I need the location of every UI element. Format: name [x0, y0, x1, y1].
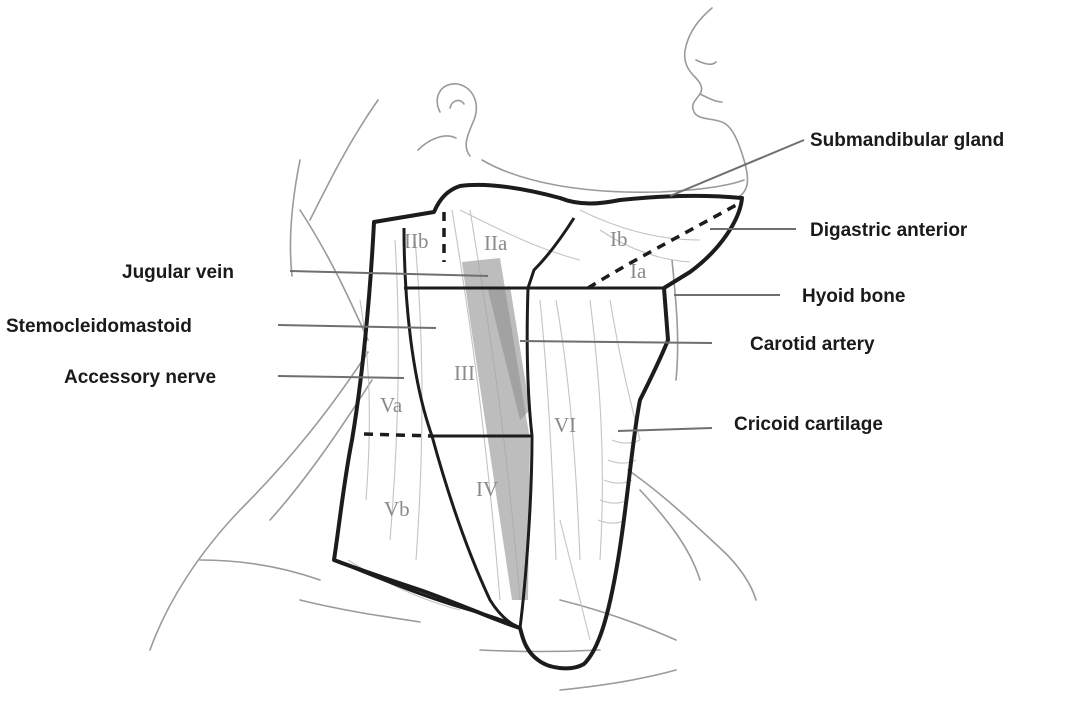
callout-labels: Submandibular gland Digastric anterior J…: [6, 130, 1004, 435]
level-iib-label: IIb: [404, 229, 429, 253]
jugular-vein-label: Jugular vein: [122, 262, 234, 283]
accessory-nerve-leader: [277, 375, 405, 379]
level-ib-label: Ib: [610, 227, 628, 251]
level-iia-label: IIa: [484, 231, 508, 255]
level-iv-label: IV: [476, 477, 498, 501]
digastric-anterior-label: Digastric anterior: [810, 220, 968, 241]
level-iii-label: III: [454, 361, 475, 385]
level-va-label: Va: [380, 393, 403, 417]
jugular-vein-leader: [289, 270, 489, 277]
submandibular-gland-label: Submandibular gland: [810, 130, 1004, 151]
hyoid-bone-label: Hyoid bone: [802, 286, 905, 307]
cricoid-cartilage-label: Cricoid cartilage: [734, 414, 883, 435]
carotid-artery-leader: [519, 340, 713, 344]
level-ia-label: Ia: [630, 259, 647, 283]
cricoid-cartilage-leader: [617, 427, 713, 432]
carotid-artery-label: Carotid artery: [750, 334, 875, 355]
level-vi-label: VI: [554, 413, 576, 437]
neck-levels-outline: [332, 182, 744, 671]
accessory-nerve-label: Accessory nerve: [64, 367, 216, 388]
sternocleidomastoid-label: Stemocleidomastoid: [6, 316, 192, 337]
leader-lines: [277, 139, 805, 432]
carotid-artery-shape: [488, 286, 530, 420]
sternocleidomastoid-leader: [277, 324, 437, 329]
level-vb-label: Vb: [384, 497, 410, 521]
submandibular-gland-leader: [669, 139, 805, 197]
level-labels: IIb IIa Ib Ia III Va VI Vb IV: [380, 227, 647, 521]
